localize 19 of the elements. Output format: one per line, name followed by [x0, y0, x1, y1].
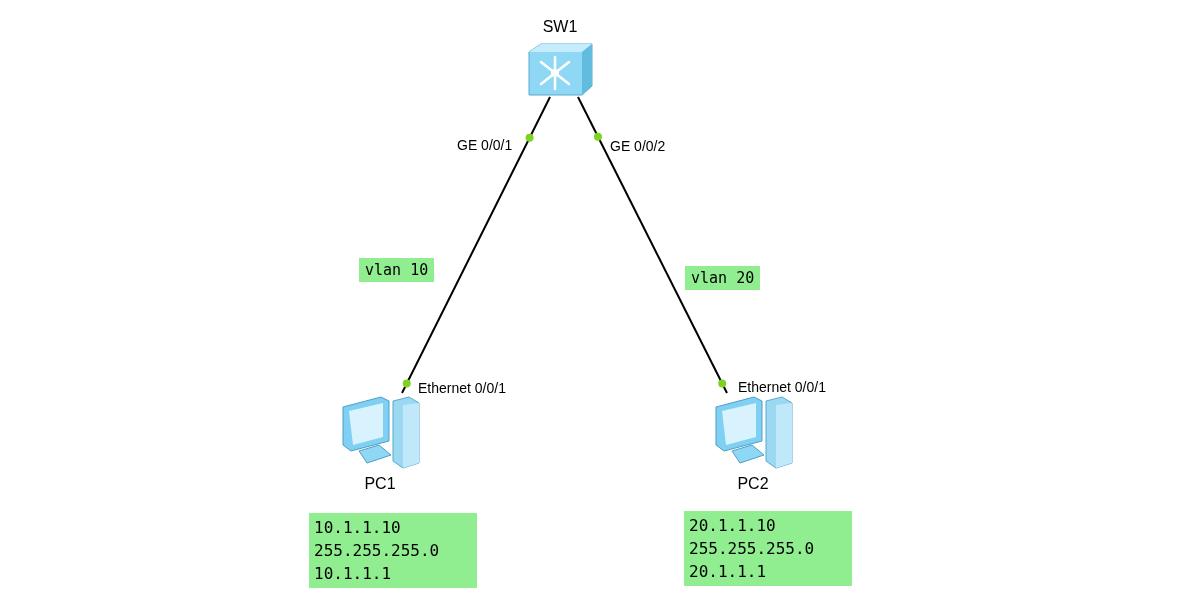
port-label: Ethernet 0/0/1 — [738, 379, 826, 395]
port-label: GE 0/0/2 — [610, 138, 666, 154]
port-label: Ethernet 0/0/1 — [418, 380, 506, 396]
ip-address-text: 20.1.1.1 — [689, 561, 767, 583]
connection-line — [401, 96, 551, 394]
address-box — [684, 511, 852, 586]
port-label: GE 0/0/1 — [457, 137, 513, 153]
ip-address-text: 10.1.1.10 — [314, 517, 401, 539]
ip-address-text: 20.1.1.10 — [689, 515, 776, 537]
ip-address-text: 255.255.255.0 — [314, 540, 440, 562]
edge-label: vlan 20 — [685, 266, 761, 290]
connection-line — [577, 96, 728, 394]
device-name: SW1 — [542, 18, 578, 36]
device-name: PC1 — [364, 475, 396, 493]
device-name: PC2 — [737, 475, 769, 493]
ip-address-text: 255.255.255.0 — [689, 538, 815, 560]
ip-address-text: 10.1.1.1 — [314, 563, 392, 585]
edge-label: vlan 10 — [359, 258, 435, 282]
address-box — [309, 513, 477, 588]
